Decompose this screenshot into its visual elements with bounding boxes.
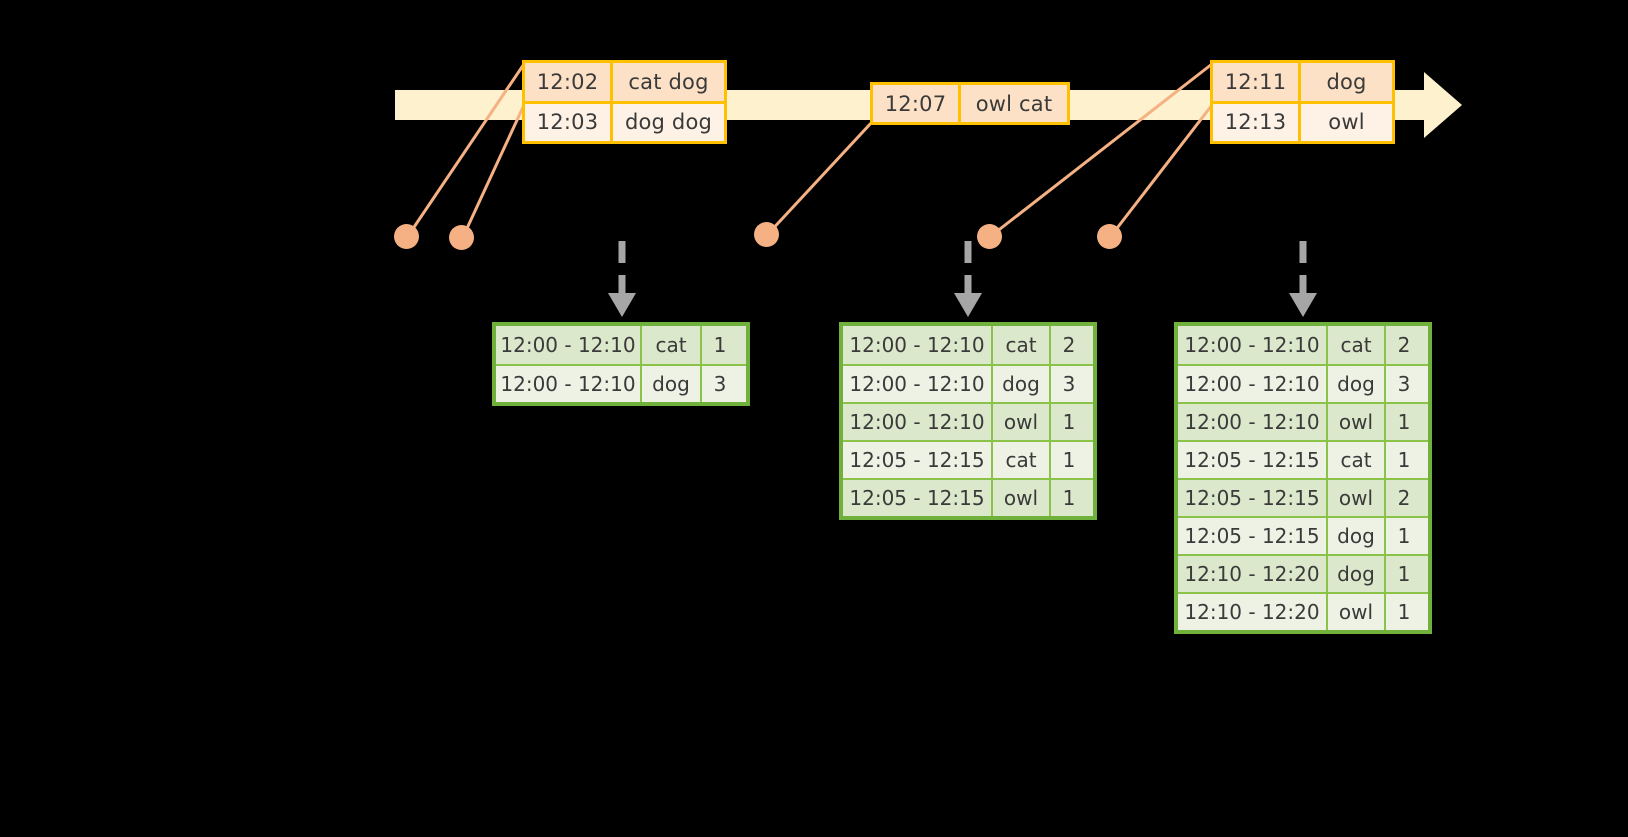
table-row[interactable]: 12:00 - 12:10 dog 3	[496, 364, 746, 402]
key-cell: dog	[1328, 556, 1386, 592]
count-cell: 1	[1397, 524, 1411, 548]
result-table-3[interactable]: 12:00 - 12:10 cat 2 12:00 - 12:10 dog 3 …	[1174, 322, 1432, 634]
count-cell: 2	[1397, 486, 1411, 510]
event-time: 12:07	[873, 85, 961, 122]
event-dot-3	[754, 222, 779, 247]
event-time: 12:11	[1213, 63, 1301, 101]
count-cell: 1	[1062, 410, 1076, 434]
event-value: dog	[1326, 69, 1367, 94]
window-cell: 12:00 - 12:10	[496, 366, 642, 402]
key-cell: owl	[1328, 480, 1386, 516]
event-value: owl	[1328, 110, 1365, 135]
table-row[interactable]: 12:10 - 12:20 owl 1	[1178, 592, 1428, 630]
key-cell: dog	[993, 366, 1051, 402]
table-row[interactable]: 12:05 - 12:15 owl 2	[1178, 478, 1428, 516]
count-cell: 3	[1397, 372, 1411, 396]
window-cell: 12:00 - 12:10	[1178, 404, 1328, 440]
event-row[interactable]: 12:02 cat dog	[525, 63, 724, 101]
table-row[interactable]: 12:00 - 12:10 dog 3	[1178, 364, 1428, 402]
key-cell: cat	[1328, 326, 1386, 364]
key-cell: cat	[993, 326, 1051, 364]
key-cell: owl	[1328, 594, 1386, 630]
count-cell: 1	[1397, 600, 1411, 624]
event-group-1[interactable]: 12:02 cat dog 12:03 dog dog	[522, 60, 727, 144]
key-cell: dog	[642, 366, 702, 402]
window-cell: 12:00 - 12:10	[843, 404, 993, 440]
event-row[interactable]: 12:11 dog	[1213, 63, 1392, 101]
key-cell: owl	[993, 480, 1051, 516]
connector-line-5	[1109, 104, 1214, 237]
table-row[interactable]: 12:00 - 12:10 owl 1	[843, 402, 1093, 440]
count-cell: 1	[713, 333, 727, 357]
flow-arrowhead-2	[954, 293, 982, 317]
event-value: owl cat	[975, 91, 1053, 116]
key-cell: dog	[1328, 518, 1386, 554]
table-row[interactable]: 12:10 - 12:20 dog 1	[1178, 554, 1428, 592]
table-row[interactable]: 12:05 - 12:15 cat 1	[843, 440, 1093, 478]
connector-line-3	[766, 120, 874, 236]
count-cell: 1	[1062, 448, 1076, 472]
event-dot-1	[394, 224, 419, 249]
event-value: cat dog	[628, 69, 709, 94]
count-cell: 2	[1062, 333, 1076, 357]
window-cell: 12:05 - 12:15	[1178, 518, 1328, 554]
event-row[interactable]: 12:07 owl cat	[873, 85, 1067, 122]
key-cell: owl	[1328, 404, 1386, 440]
flow-arrowhead-3	[1289, 293, 1317, 317]
table-row[interactable]: 12:00 - 12:10 cat 2	[843, 326, 1093, 364]
key-cell: dog	[1328, 366, 1386, 402]
key-cell: cat	[642, 326, 702, 364]
table-row[interactable]: 12:00 - 12:10 cat 1	[496, 326, 746, 364]
event-time: 12:13	[1213, 103, 1301, 141]
window-cell: 12:00 - 12:10	[1178, 366, 1328, 402]
table-row[interactable]: 12:05 - 12:15 cat 1	[1178, 440, 1428, 478]
window-cell: 12:10 - 12:20	[1178, 556, 1328, 592]
event-dot-5	[1097, 224, 1122, 249]
key-cell: owl	[993, 404, 1051, 440]
event-row[interactable]: 12:13 owl	[1213, 100, 1392, 141]
window-cell: 12:05 - 12:15	[1178, 480, 1328, 516]
window-cell: 12:00 - 12:10	[496, 326, 642, 364]
count-cell: 1	[1062, 486, 1076, 510]
window-cell: 12:00 - 12:10	[1178, 326, 1328, 364]
count-cell: 1	[1397, 448, 1411, 472]
event-dot-2	[449, 225, 474, 250]
key-cell: cat	[993, 442, 1051, 478]
table-row[interactable]: 12:00 - 12:10 owl 1	[1178, 402, 1428, 440]
count-cell: 3	[713, 372, 727, 396]
event-row[interactable]: 12:03 dog dog	[525, 100, 724, 141]
table-row[interactable]: 12:05 - 12:15 dog 1	[1178, 516, 1428, 554]
event-value: dog dog	[624, 110, 713, 135]
event-time: 12:03	[525, 103, 613, 141]
event-group-2[interactable]: 12:07 owl cat	[870, 82, 1070, 125]
connector-line-2	[461, 104, 526, 238]
window-cell: 12:05 - 12:15	[1178, 442, 1328, 478]
result-table-1[interactable]: 12:00 - 12:10 cat 1 12:00 - 12:10 dog 3	[492, 322, 750, 406]
table-row[interactable]: 12:00 - 12:10 cat 2	[1178, 326, 1428, 364]
table-row[interactable]: 12:00 - 12:10 dog 3	[843, 364, 1093, 402]
window-cell: 12:00 - 12:10	[843, 326, 993, 364]
window-cell: 12:10 - 12:20	[1178, 594, 1328, 630]
count-cell: 3	[1062, 372, 1076, 396]
event-dot-4	[977, 224, 1002, 249]
flow-arrowhead-1	[608, 293, 636, 317]
window-cell: 12:05 - 12:15	[843, 480, 993, 516]
event-group-3[interactable]: 12:11 dog 12:13 owl	[1210, 60, 1395, 144]
table-row[interactable]: 12:05 - 12:15 owl 1	[843, 478, 1093, 516]
event-time: 12:02	[525, 63, 613, 101]
count-cell: 2	[1397, 333, 1411, 357]
count-cell: 1	[1397, 410, 1411, 434]
window-cell: 12:00 - 12:10	[843, 366, 993, 402]
window-cell: 12:05 - 12:15	[843, 442, 993, 478]
count-cell: 1	[1397, 562, 1411, 586]
result-table-2[interactable]: 12:00 - 12:10 cat 2 12:00 - 12:10 dog 3 …	[839, 322, 1097, 520]
key-cell: cat	[1328, 442, 1386, 478]
